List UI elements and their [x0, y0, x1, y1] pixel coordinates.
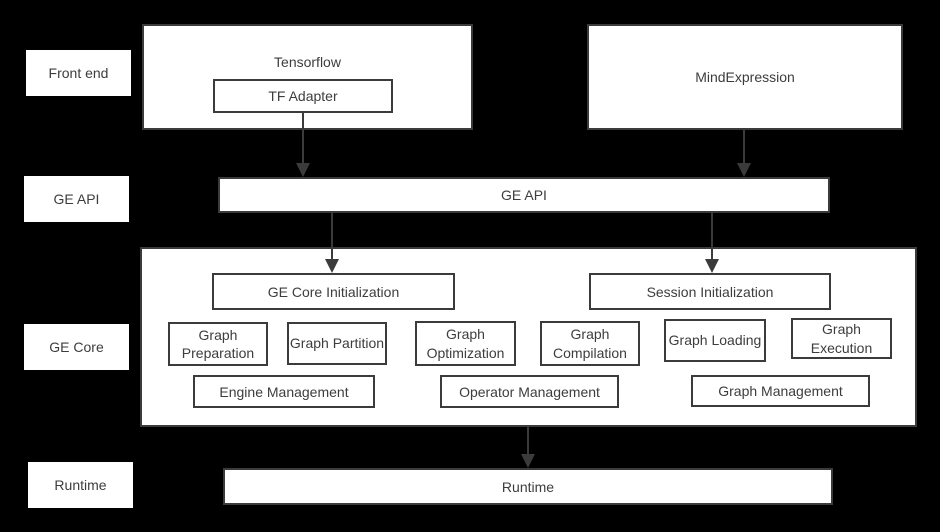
row-label-runtime: Runtime — [28, 462, 133, 508]
runtime-bar: Runtime — [223, 468, 833, 505]
row-label-front-end: Front end — [26, 50, 131, 96]
arrow-ge-api-to-session-init-line — [711, 212, 713, 259]
ge-api-bar: GE API — [218, 177, 830, 213]
row-label-ge-core: GE Core — [24, 324, 129, 370]
stage-box-graph-partition: Graph Partition — [287, 322, 387, 365]
tensorflow-box: Tensorflow TF Adapter — [142, 24, 473, 130]
graph-management-box: Graph Management — [691, 375, 870, 407]
arrow-ge-core-to-runtime-line — [527, 427, 529, 454]
operator-management-box: Operator Management — [440, 375, 619, 408]
mindexpression-box: MindExpression — [587, 24, 903, 130]
stage-box-graph-loading: Graph Loading — [664, 319, 766, 362]
arrow-ge-core-to-runtime-head — [521, 454, 535, 468]
tf-adapter-box: TF Adapter — [213, 79, 393, 113]
stage-box-graph-compilation: Graph Compilation — [540, 321, 640, 366]
stage-box-graph-preparation: Graph Preparation — [168, 322, 268, 366]
arrow-mindexpression-to-ge-api-head — [737, 163, 751, 177]
tensorflow-title: Tensorflow — [274, 54, 341, 70]
engine-management-box: Engine Management — [193, 375, 375, 408]
stage-box-graph-optimization: Graph Optimization — [415, 321, 516, 366]
session-initialization-box: Session Initialization — [589, 273, 831, 310]
ge-core-box: GE Core Initialization Session Initializ… — [140, 247, 917, 427]
ge-core-initialization-box: GE Core Initialization — [212, 273, 455, 310]
arrow-ge-api-to-ge-core-init-line — [331, 212, 333, 259]
arrow-ge-api-to-session-init-head — [705, 259, 719, 273]
row-label-ge-api: GE API — [24, 176, 129, 222]
stage-box-graph-execution: Graph Execution — [791, 318, 892, 359]
arrow-ge-api-to-ge-core-init-head — [325, 259, 339, 273]
arrow-tf-adapter-to-ge-api-line — [302, 113, 304, 163]
arrow-mindexpression-to-ge-api-line — [743, 130, 745, 163]
arrow-tf-adapter-to-ge-api-head — [296, 163, 310, 177]
